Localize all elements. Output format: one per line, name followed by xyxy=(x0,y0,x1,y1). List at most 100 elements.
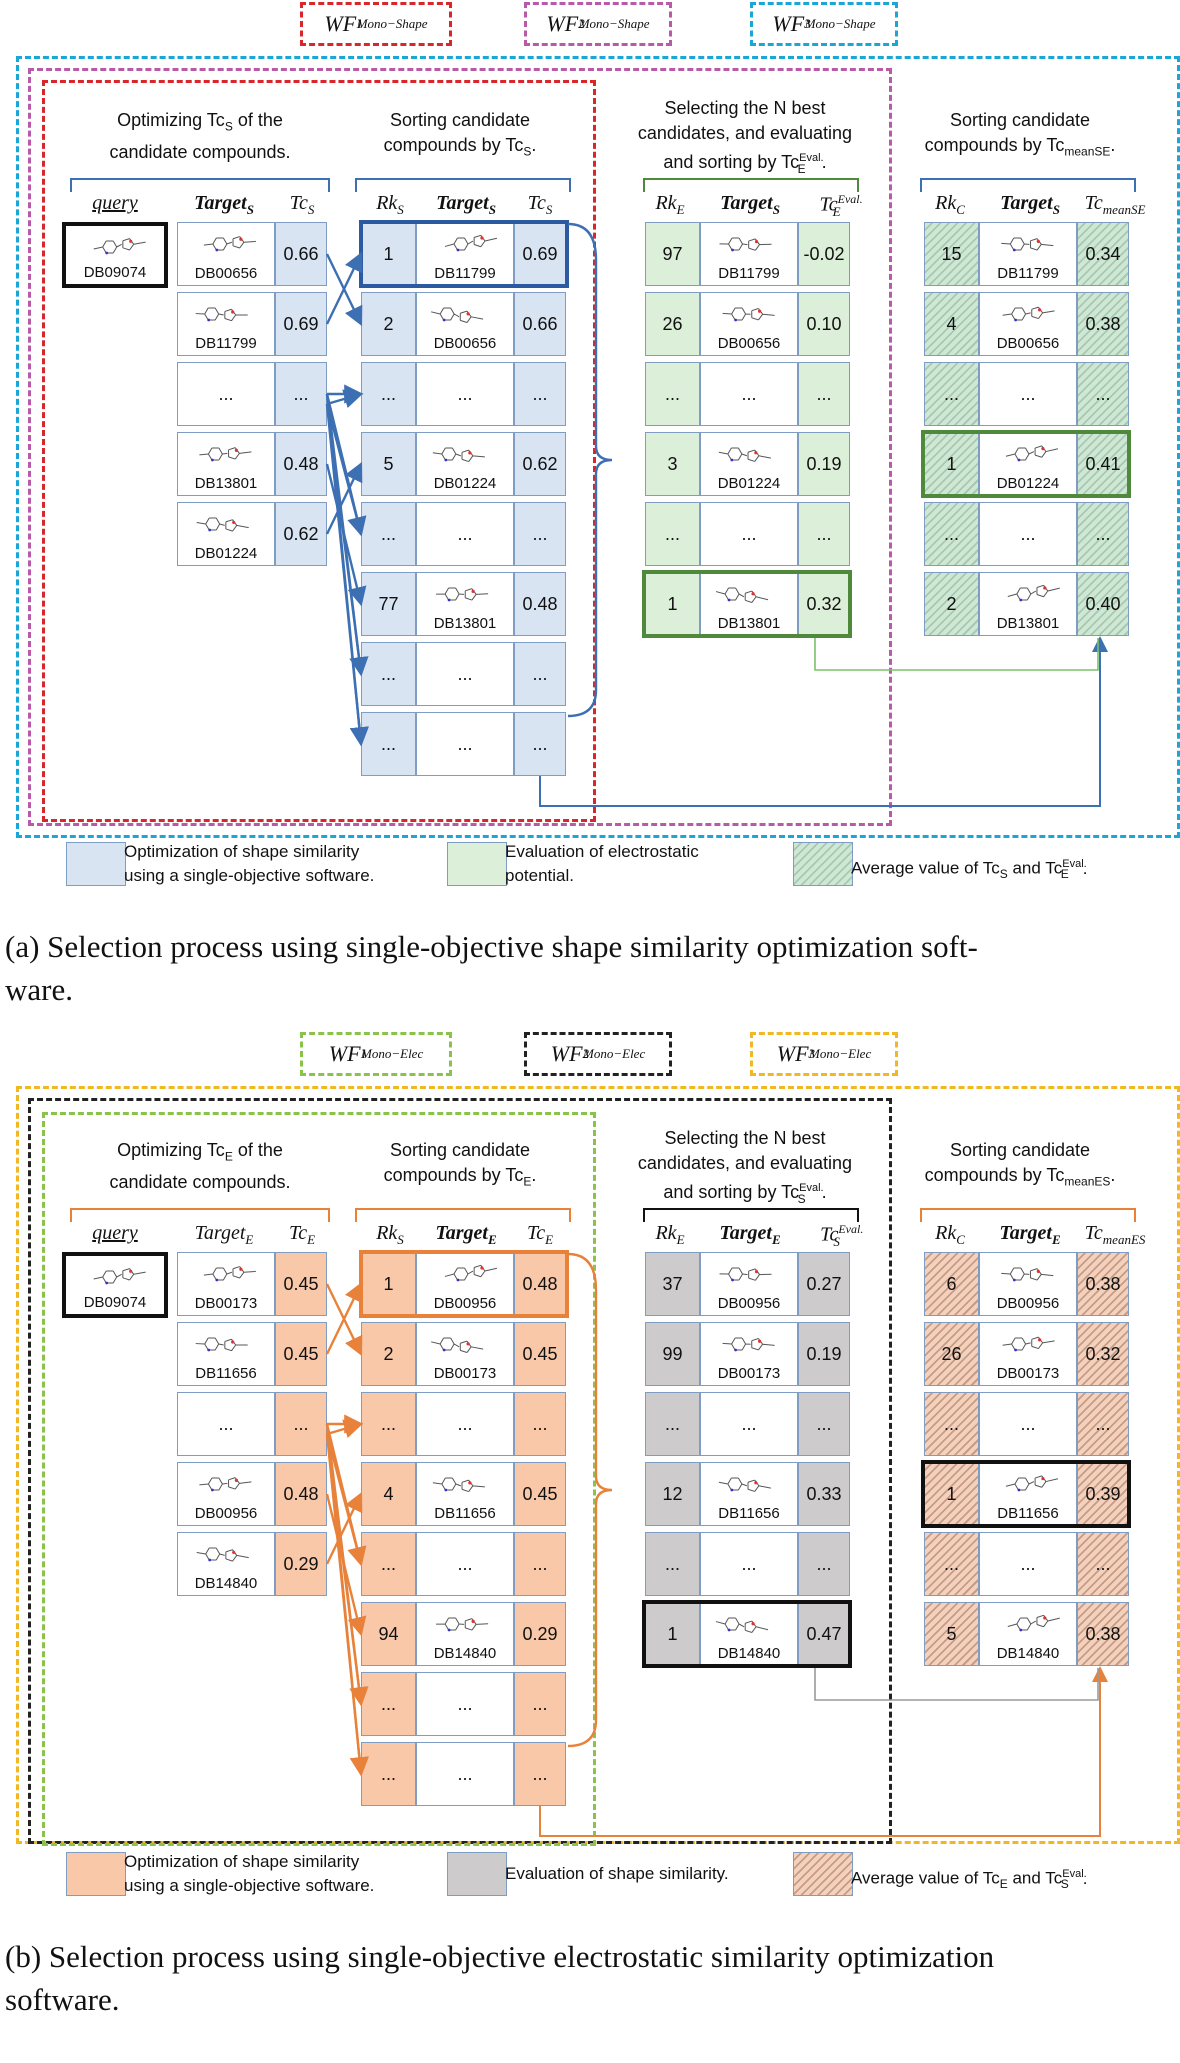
candidate-tc: 0.45 xyxy=(275,1322,327,1386)
molecule-id: DB01224 xyxy=(433,475,497,492)
final-tc: 0.41 xyxy=(1077,432,1129,496)
sorted-tc: 0.69 xyxy=(514,222,566,286)
flow-arrow-long xyxy=(539,1666,1108,1837)
selection-brace xyxy=(567,222,613,718)
flow-arrow xyxy=(325,403,369,747)
molecule-structure-icon xyxy=(199,447,252,462)
molecule-structure-icon xyxy=(93,1268,146,1285)
frame-middle xyxy=(28,1098,892,1844)
molecule-structure-icon xyxy=(1005,1475,1059,1492)
candidate-molecule: DB11799 xyxy=(177,292,275,356)
header-query: query xyxy=(92,192,138,214)
sorted-rank: 2 xyxy=(361,1322,416,1386)
sorted-molecule: ... xyxy=(416,1392,514,1456)
selected-molecule: DB01224 xyxy=(700,432,798,496)
sorted-rank: 94 xyxy=(361,1602,416,1666)
selected-molecule: ... xyxy=(700,502,798,566)
wf-sub: 2 xyxy=(582,1046,590,1061)
header-bracket xyxy=(920,1208,1136,1222)
sorted-rank: ... xyxy=(361,1392,416,1456)
sorted-molecule: DB00656 xyxy=(416,292,514,356)
wf-sup: Mono−Elec xyxy=(809,1046,872,1061)
candidate-tc: ... xyxy=(275,362,327,426)
molecule-id: DB09074 xyxy=(83,264,147,281)
sorted-tc: ... xyxy=(514,642,566,706)
header-tc: TcE xyxy=(288,1222,316,1247)
header-target: TargetS xyxy=(194,192,254,217)
molecule-id: DB00173 xyxy=(194,1295,258,1312)
molecule-structure-icon xyxy=(1007,584,1060,602)
header-query: query xyxy=(92,1222,138,1244)
legend-swatch xyxy=(793,842,853,886)
molecule-structure-icon xyxy=(722,307,775,322)
header-rk-e: RkE xyxy=(655,1222,685,1247)
header-bracket xyxy=(920,178,1136,192)
selected-molecule: DB11656 xyxy=(700,1462,798,1526)
final-tc: 0.38 xyxy=(1077,292,1129,356)
molecule-structure-icon xyxy=(1002,306,1055,322)
final-rank: ... xyxy=(924,1392,979,1456)
wf-base: WF xyxy=(328,1041,361,1066)
molecule-id: DB11799 xyxy=(718,265,780,282)
sorted-tc: 0.48 xyxy=(514,1252,566,1316)
selected-tc: -0.02 xyxy=(798,222,850,286)
molecule-id: DB14840 xyxy=(996,1645,1060,1662)
wf-sup: Mono−Elec xyxy=(361,1046,424,1061)
sorted-molecule: ... xyxy=(416,362,514,426)
final-molecule: DB14840 xyxy=(979,1602,1077,1666)
flow-arrow xyxy=(325,251,363,325)
molecule-id: DB00956 xyxy=(996,1295,1060,1312)
final-tc: ... xyxy=(1077,1392,1129,1456)
molecule-structure-icon xyxy=(436,1617,489,1632)
sorted-molecule: DB11656 xyxy=(416,1462,514,1526)
molecule-structure-icon xyxy=(203,1266,256,1282)
highlight-best-selected xyxy=(642,1600,852,1668)
header-target-sorted: TargetS xyxy=(436,192,496,217)
selected-rank: 37 xyxy=(645,1252,700,1316)
molecule-structure-icon xyxy=(199,1477,252,1492)
query-molecule: DB09074 xyxy=(62,1252,168,1318)
selected-rank: 12 xyxy=(645,1462,700,1526)
sorted-rank: 2 xyxy=(361,292,416,356)
molecule-id: DB00173 xyxy=(717,1365,781,1382)
final-molecule: DB11799 xyxy=(979,222,1077,286)
final-tc: 0.38 xyxy=(1077,1252,1129,1316)
flow-arrow-short xyxy=(814,638,1099,671)
molecule-structure-icon xyxy=(718,447,771,462)
header-rk-c: RkC xyxy=(935,1222,965,1247)
wf-base: WF xyxy=(550,1041,583,1066)
selected-molecule: DB00173 xyxy=(700,1322,798,1386)
final-tc: ... xyxy=(1077,362,1129,426)
molecule-id: DB00173 xyxy=(433,1365,497,1382)
molecule-structure-icon xyxy=(1002,1336,1055,1352)
candidate-molecule: DB11656 xyxy=(177,1322,275,1386)
molecule-id: DB13801 xyxy=(194,475,258,492)
legend-swatch xyxy=(447,1852,507,1896)
legend-swatch xyxy=(66,1852,126,1896)
header-bracket xyxy=(355,178,571,192)
wf-base: WF xyxy=(324,11,357,36)
candidate-tc: 0.48 xyxy=(275,432,327,496)
molecule-structure-icon xyxy=(431,307,484,323)
caption-line: ware. xyxy=(5,972,73,1007)
final-rank: ... xyxy=(924,362,979,426)
molecule-id: DB00173 xyxy=(996,1365,1060,1382)
sorted-molecule: DB00173 xyxy=(416,1322,514,1386)
selected-tc: ... xyxy=(798,362,850,426)
selected-molecule: ... xyxy=(700,1532,798,1596)
flow-arrows xyxy=(325,1252,1108,1837)
sorted-molecule: ... xyxy=(416,1672,514,1736)
selected-rank: ... xyxy=(645,1392,700,1456)
molecule-id: DB11799 xyxy=(434,265,496,282)
final-molecule: DB01224 xyxy=(979,432,1077,496)
selected-rank: ... xyxy=(645,502,700,566)
sorted-tc: ... xyxy=(514,502,566,566)
selected-tc: 0.32 xyxy=(798,572,850,636)
selected-tc: ... xyxy=(798,1392,850,1456)
molecule-structure-icon xyxy=(1007,1614,1060,1632)
molecule-id: DB00956 xyxy=(717,1295,781,1312)
